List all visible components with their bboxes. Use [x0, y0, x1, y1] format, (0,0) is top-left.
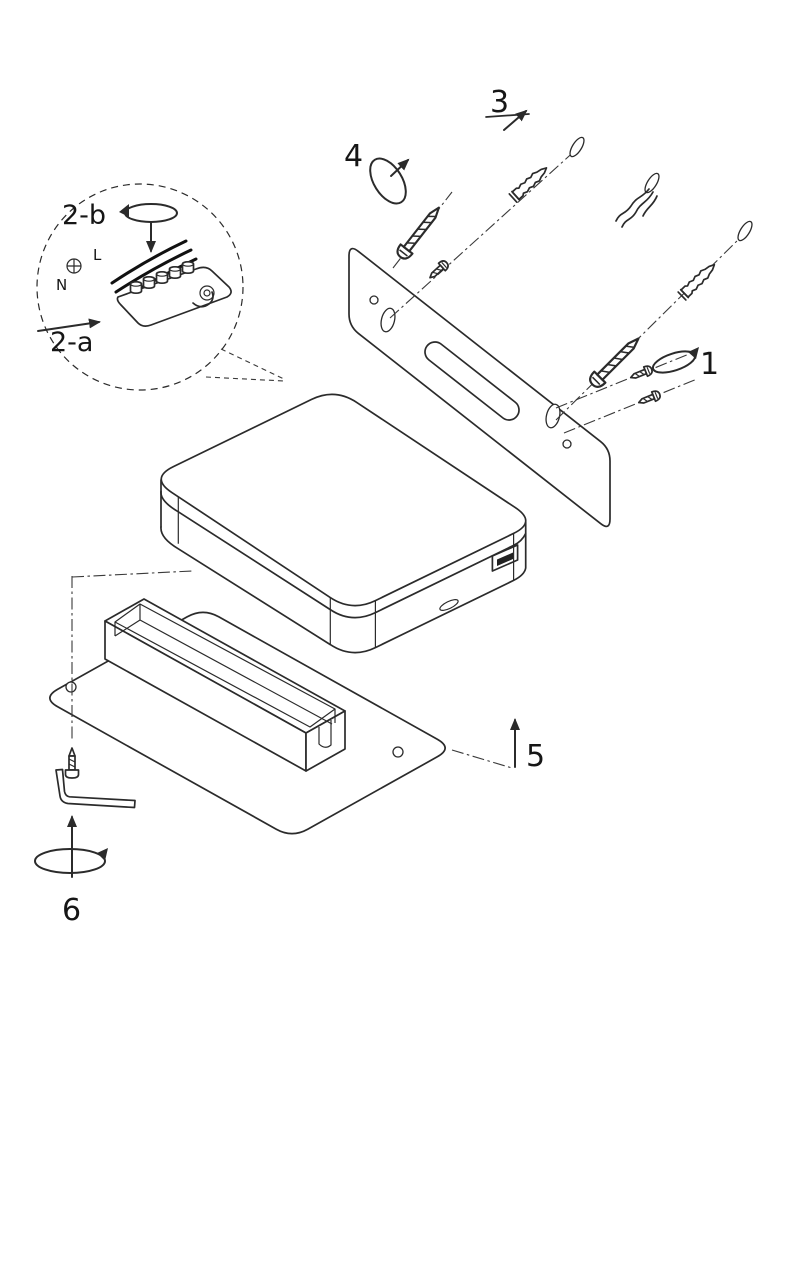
wall-anch or-right	[677, 259, 720, 301]
label-step-6: 6	[62, 893, 81, 928]
detail-leader-lines	[205, 348, 285, 382]
mains-wires	[615, 188, 658, 228]
label-wire-neutral: N	[56, 276, 67, 294]
label-wire-live: L	[93, 246, 102, 264]
plate-screw-hole-right	[392, 746, 404, 758]
wall-mounting-plate	[348, 247, 611, 528]
label-step-1: 1	[700, 347, 719, 382]
label-step-2b: 2-b	[62, 200, 106, 231]
wall-hole-3	[569, 136, 585, 158]
fixing-screw-1b	[636, 388, 663, 409]
centerline-set-screw	[71, 570, 193, 742]
terminal-block	[116, 260, 232, 327]
rotation-arrow-6	[34, 815, 108, 878]
label-step-4: 4	[344, 139, 363, 174]
centerline-screws-1b	[563, 378, 698, 434]
arrow-2a	[37, 318, 101, 332]
latch-detail	[439, 599, 459, 611]
keyhole-left	[380, 307, 396, 333]
cable-clamp-ring	[199, 285, 215, 301]
rotation-arrow-4	[369, 157, 410, 205]
cable-channel	[104, 598, 346, 772]
plate-hole-small-left	[369, 295, 379, 305]
plate-slot	[424, 341, 520, 421]
keyhole-right	[545, 403, 561, 429]
plate-screw-hole-left	[65, 681, 77, 693]
set-screw	[64, 747, 80, 779]
mounting-screw-4	[393, 201, 446, 263]
label-step-3: 3	[490, 85, 509, 120]
plate-fixing-screw-top	[425, 258, 451, 283]
allen-key	[55, 768, 136, 809]
label-step-2a: 2-a	[50, 327, 93, 358]
clamp-wire	[192, 291, 214, 308]
arrow-3	[503, 109, 528, 131]
label-step-5: 5	[526, 739, 545, 774]
lamp-body	[160, 393, 527, 654]
wall-anchor-3	[508, 162, 551, 203]
centerline-anchor-right	[555, 231, 747, 421]
fixing-screw-1a	[628, 363, 655, 384]
centerline-anchor-3	[389, 147, 579, 319]
detail-inset	[36, 183, 244, 391]
wall-hole-right	[737, 220, 753, 242]
rotation-arrow-2b	[119, 203, 178, 253]
channel-cable-notch	[318, 720, 332, 748]
rotation-arrow-1	[651, 347, 699, 374]
detail-inset-circle	[36, 183, 244, 391]
centerline-screws-1a	[555, 353, 690, 409]
plate-hole-small-right	[562, 439, 572, 449]
centerline-step-5	[451, 749, 513, 769]
earth-symbol	[66, 258, 82, 274]
wall-hole-wires	[644, 172, 660, 194]
usb-port	[491, 544, 519, 572]
mounting-screw-right	[585, 331, 646, 392]
